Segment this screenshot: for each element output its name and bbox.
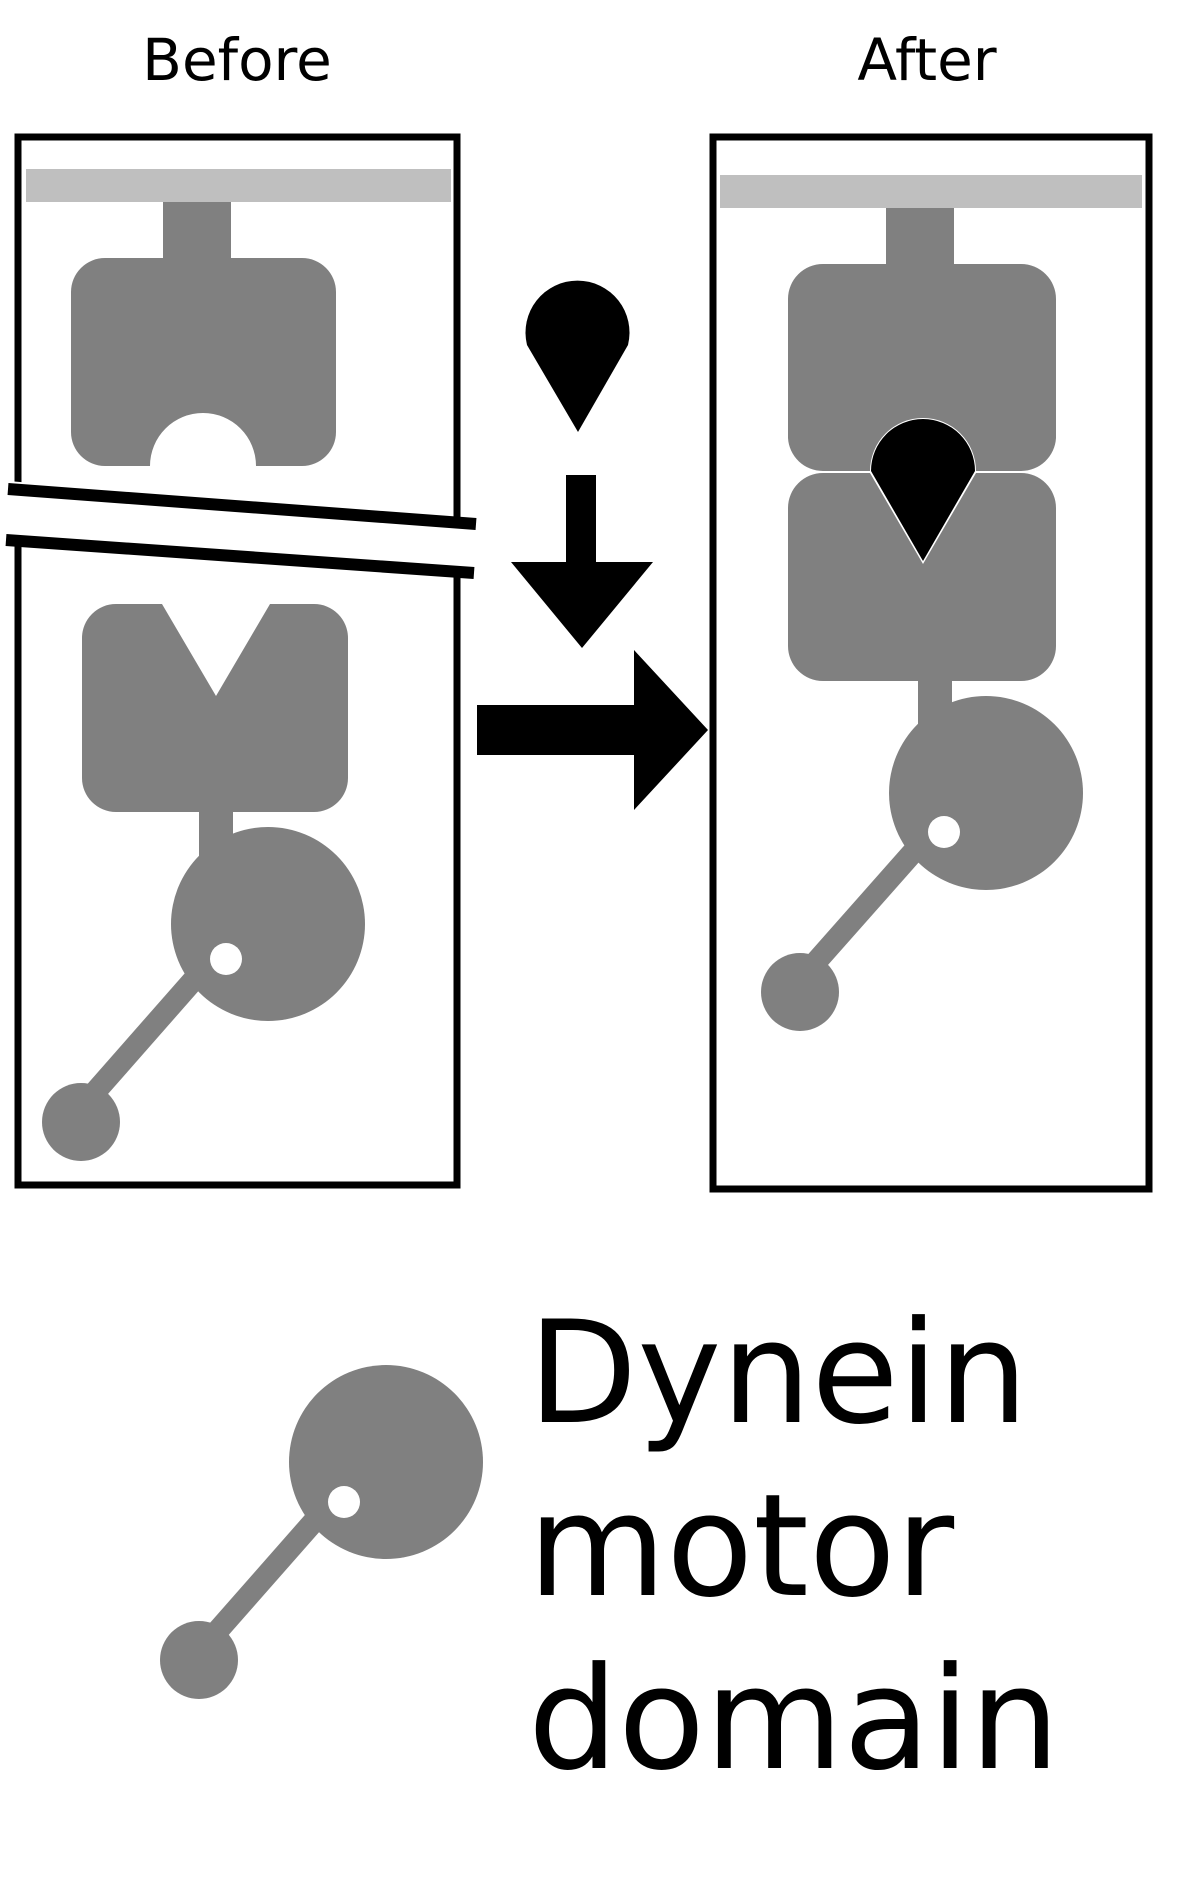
- legend-dynein-icon: [160, 1365, 483, 1699]
- before-surface-strip: [26, 169, 451, 202]
- legend-line-motor: motor: [528, 1464, 955, 1629]
- after-dynein-motor-domain: [761, 696, 1083, 1031]
- before-frame: [14, 133, 461, 1189]
- before-upper-protein: [71, 202, 336, 466]
- before-heading: Before: [142, 26, 332, 94]
- frame-break-line-bottom: [5, 534, 475, 579]
- before-panel: [5, 133, 477, 1189]
- before-lower-protein: [82, 604, 348, 862]
- ligand-drop: [525, 280, 630, 432]
- frame-break-line-top: [7, 483, 477, 530]
- frame-break-gap: [8, 481, 476, 578]
- before-dynein-motor-domain: [42, 827, 365, 1161]
- ligand-icon: [525, 280, 630, 432]
- after-heading: After: [857, 26, 996, 94]
- after-surface-strip: [720, 175, 1142, 208]
- down-arrow: [511, 475, 653, 648]
- after-panel: [709, 133, 1153, 1193]
- legend: Dynein motor domain: [160, 1291, 1060, 1802]
- bound-ligand: [871, 419, 975, 561]
- right-arrow: [477, 650, 708, 810]
- legend-line-dynein: Dynein: [528, 1291, 1028, 1456]
- legend-line-domain: domain: [528, 1637, 1060, 1802]
- after-frame: [709, 133, 1153, 1193]
- after-upper-protein: [788, 208, 1056, 472]
